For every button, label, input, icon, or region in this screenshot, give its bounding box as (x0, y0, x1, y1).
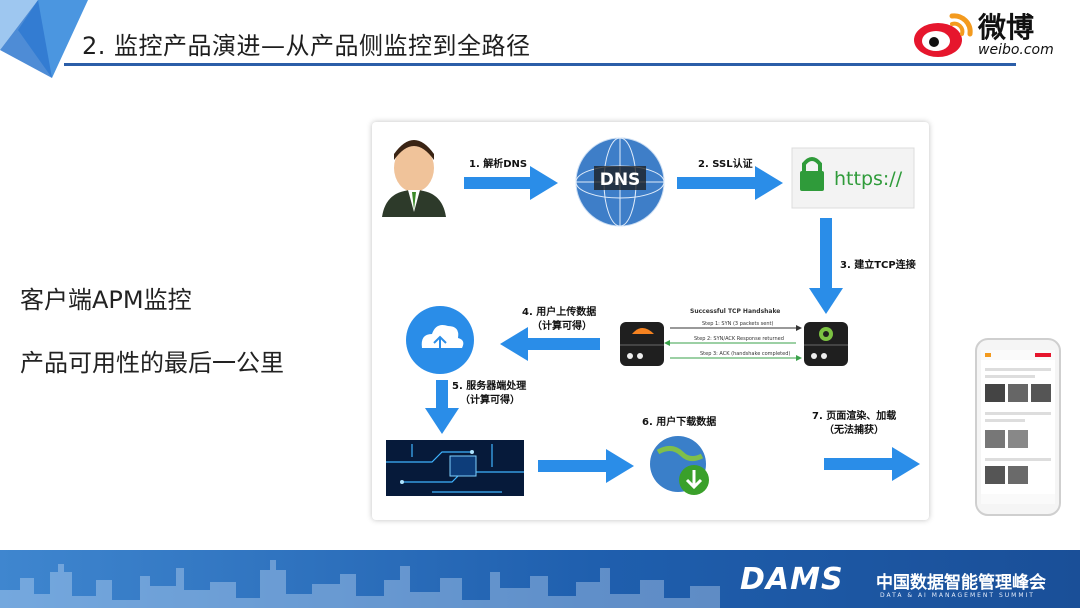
cloud-upload-icon (406, 306, 474, 374)
server-processing-image (386, 440, 524, 496)
https-text: https:// (834, 168, 903, 190)
arrow-step3 (809, 218, 843, 314)
step5-label: 5. 服务器端处理 (452, 381, 527, 392)
dams-logo: DAMS (740, 562, 844, 597)
availability-heading: 产品可用性的最后一公里 (20, 349, 284, 377)
download-globe-icon (650, 436, 709, 495)
step6-label: 6. 用户下载数据 (642, 417, 717, 428)
weibo-logo: 微博 weibo.com (912, 6, 1062, 62)
step4-label: 4. 用户上传数据 (522, 307, 597, 318)
arrow-step7 (824, 447, 920, 481)
handshake-step2: Step 2: SYN/ACK Response returned (694, 336, 784, 342)
handshake-step3: Step 3: ACK (handshake completed) (700, 351, 791, 357)
user-icon (382, 140, 446, 217)
step1-label: 1. 解析DNS (469, 159, 528, 170)
slide-title: 2. 监控产品演进—从产品侧监控到全路径 (82, 32, 531, 60)
lock-icon (800, 157, 824, 191)
client-server-icon (620, 322, 664, 366)
handshake-title: Successful TCP Handshake (690, 308, 781, 315)
weibo-eye-icon (914, 13, 973, 57)
arrow-step2 (677, 166, 783, 200)
origin-server-icon (804, 322, 848, 366)
step7-sub-label: （无法捕获） (824, 425, 884, 436)
arrow-step1 (464, 166, 558, 200)
arrow-step6 (538, 449, 634, 483)
arrow-step4 (500, 327, 600, 361)
monitoring-flow-diagram: DNS (372, 122, 929, 520)
phone-mockup (975, 338, 1061, 516)
corner-decoration (0, 0, 88, 78)
step2-label: 2. SSL认证 (698, 159, 753, 170)
footer-banner: DAMS 中国数据智能管理峰会 DATA & AI MANAGEMENT SUM… (0, 550, 1080, 608)
step3-label: 3. 建立TCP连接 (840, 260, 916, 271)
title-underline (64, 63, 1016, 66)
https-badge (791, 147, 915, 209)
weibo-url: weibo.com (978, 42, 1054, 58)
step4-sub-label: （计算可得） (532, 321, 592, 332)
summit-name-cn: 中国数据智能管理峰会 (876, 573, 1046, 593)
weibo-name: 微博 (978, 11, 1035, 44)
handshake-lines (664, 325, 802, 361)
diagram-graphics: DNS (382, 137, 920, 496)
dns-globe-icon: DNS (575, 137, 665, 227)
step5-sub-label: （计算可得） (460, 395, 520, 406)
arrow-step5 (425, 380, 459, 434)
step7-label: 7. 页面渲染、加载 (812, 411, 897, 422)
summit-name-en: DATA & AI MANAGEMENT SUMMIT (880, 592, 1035, 599)
apm-heading: 客户端APM监控 (20, 286, 192, 314)
city-skyline (0, 560, 720, 608)
handshake-step1: Step 1: SYN (3 packets sent) (702, 321, 774, 327)
dns-label: DNS (600, 170, 641, 190)
